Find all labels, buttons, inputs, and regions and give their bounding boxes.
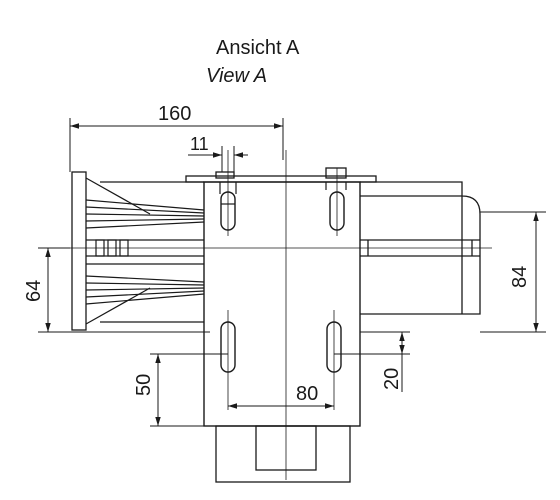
cone-adapter	[85, 177, 205, 325]
band-blocks-left	[95, 239, 129, 257]
mounting-slots	[220, 191, 345, 373]
flange-plate	[71, 171, 87, 331]
dim-50-label: 50	[133, 374, 155, 396]
dim-160-label: 160	[158, 103, 191, 125]
dim-50	[150, 353, 228, 427]
dim-64	[38, 247, 210, 333]
dim-160	[69, 118, 284, 172]
view-title-english: View A	[206, 65, 267, 87]
bolts	[219, 182, 347, 205]
bottom-extension	[215, 425, 351, 483]
dim-84-label: 84	[509, 266, 531, 288]
dim-80-label: 80	[296, 383, 318, 405]
right-housing	[360, 181, 481, 315]
center-lines	[40, 150, 492, 480]
top-plate	[185, 167, 377, 183]
dim-11-label: 11	[190, 134, 209, 154]
dim-20	[334, 331, 410, 392]
dim-64-label: 64	[23, 280, 45, 302]
view-title-german: Ansicht A	[216, 37, 300, 59]
dim-11	[188, 146, 248, 172]
dim-20-label: 20	[381, 368, 403, 390]
dim-84	[480, 211, 546, 333]
